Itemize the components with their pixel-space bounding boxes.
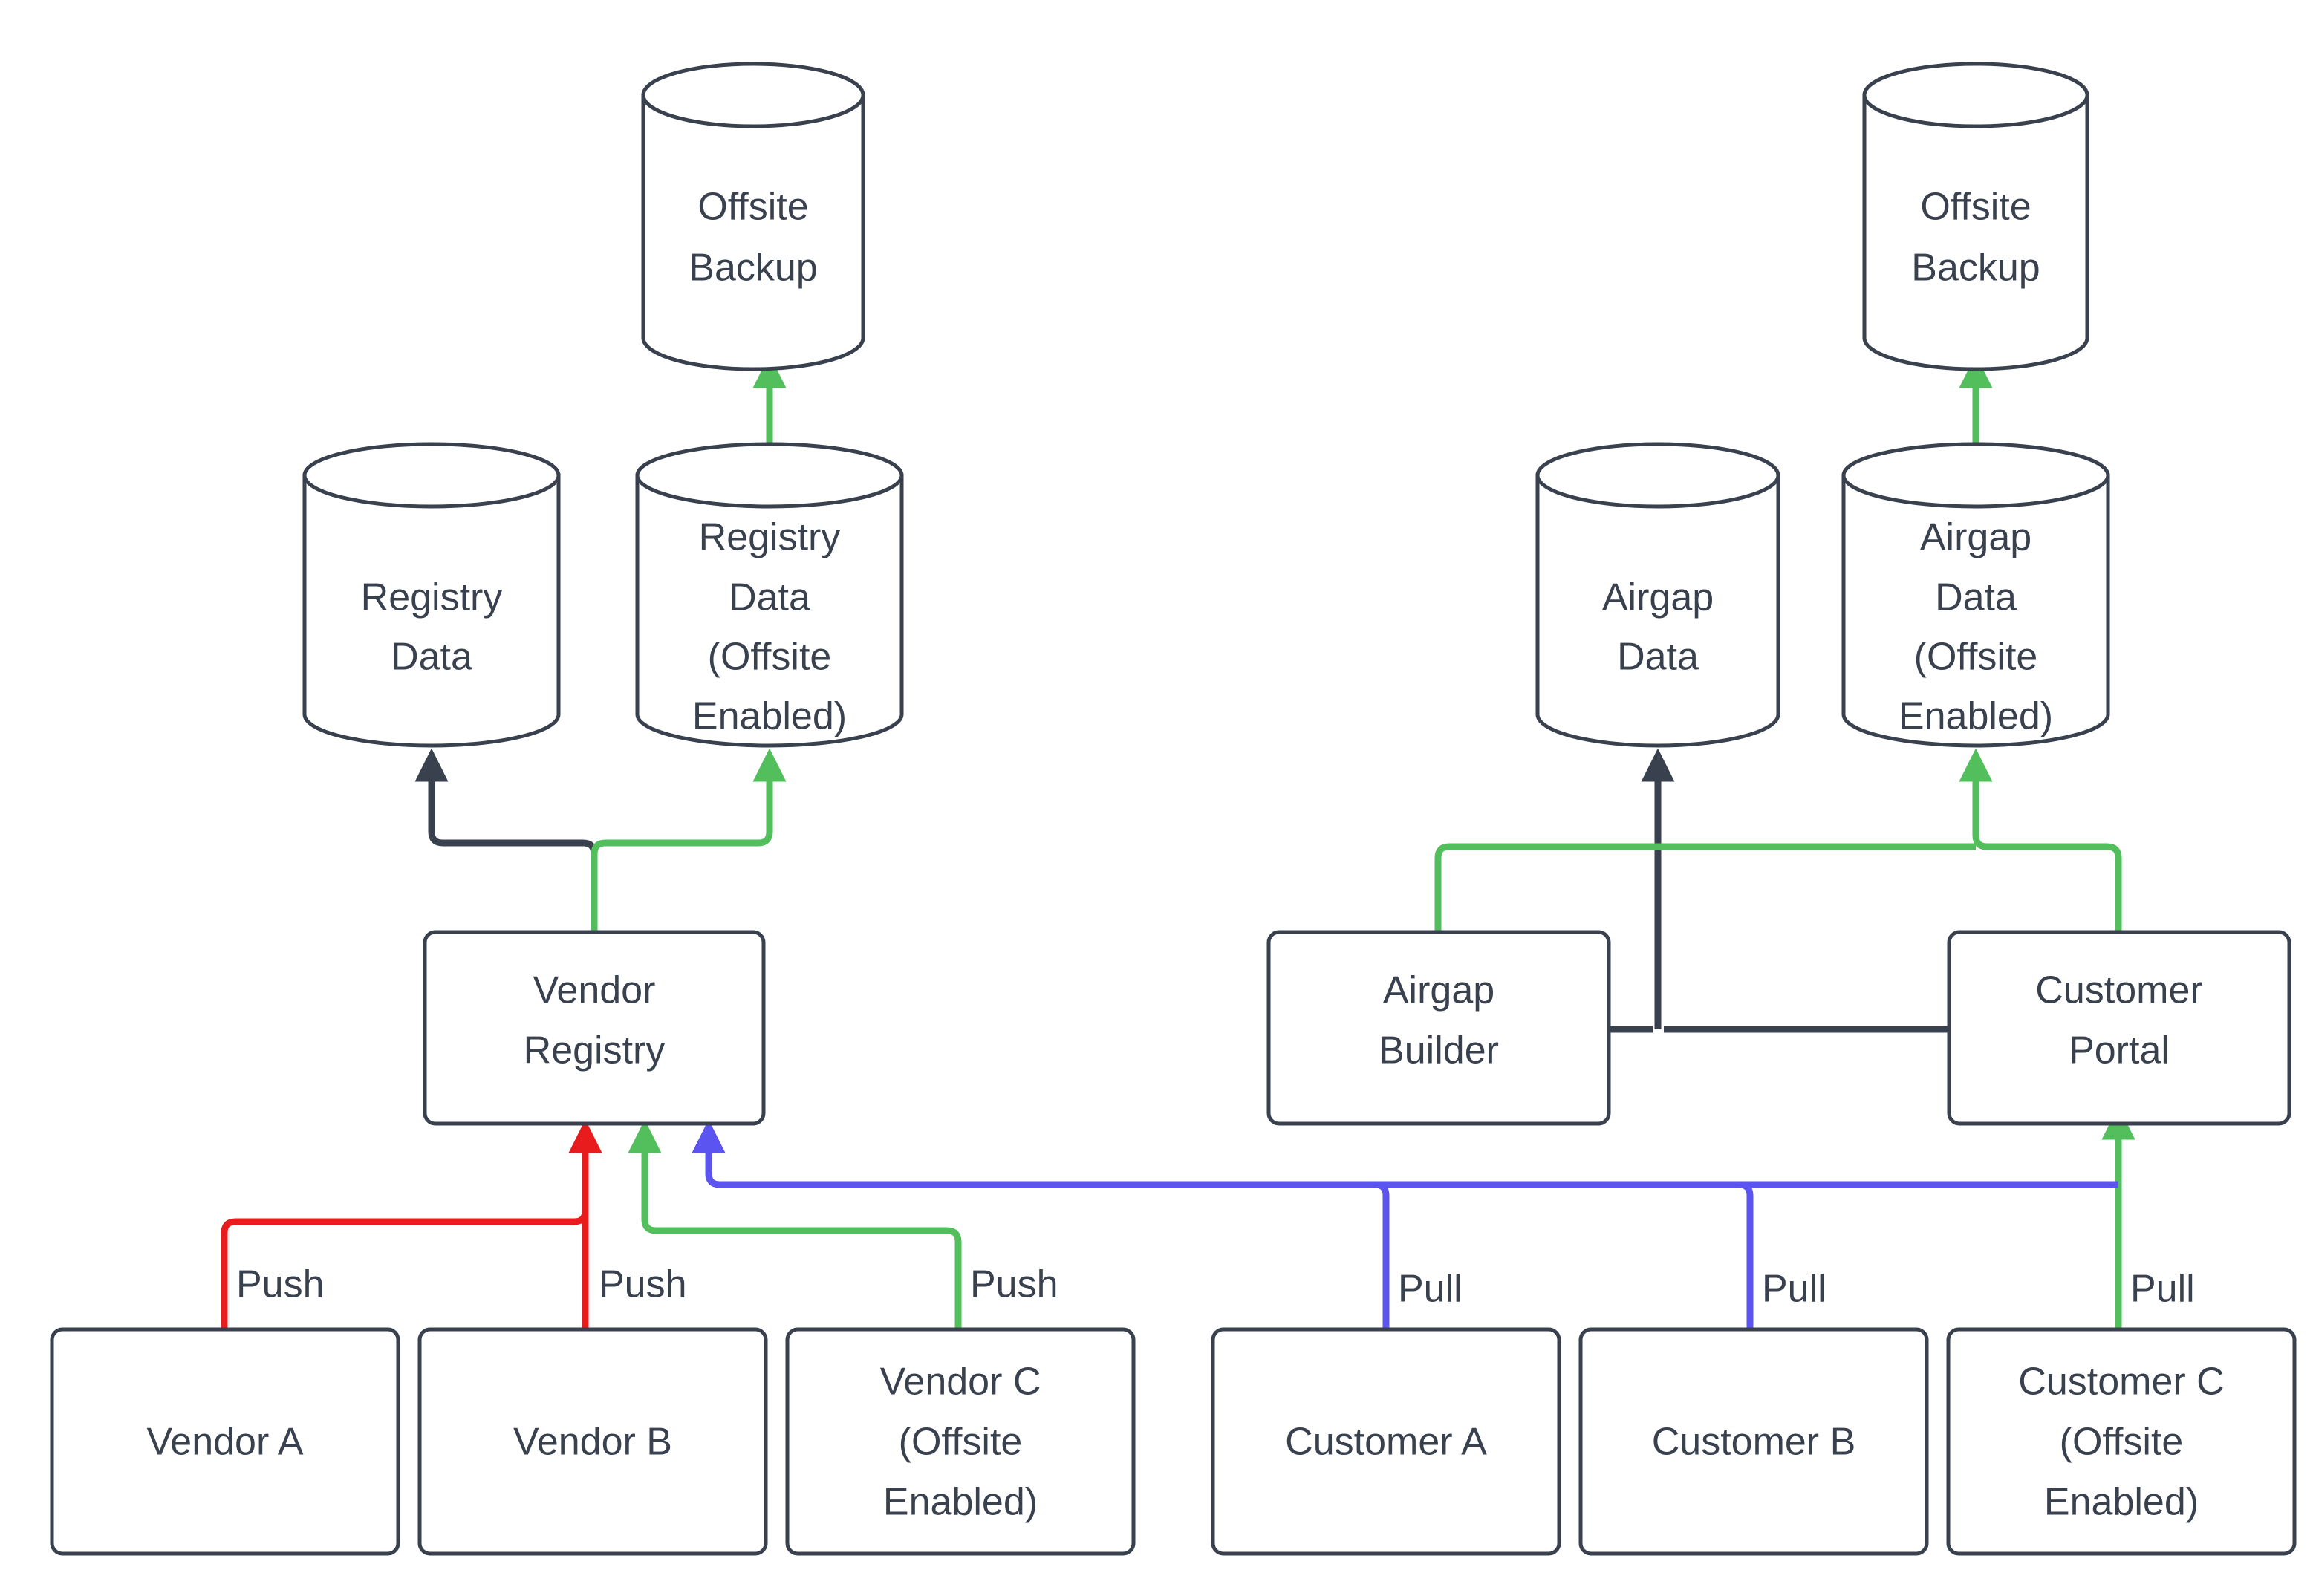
node-label-line: Vendor B xyxy=(513,1421,672,1464)
node-label-line: Backup xyxy=(689,247,817,290)
node-customer-b[interactable]: Customer B xyxy=(1578,1327,1929,1556)
node-label-line: Customer B xyxy=(1652,1421,1856,1464)
node-airgap-builder[interactable]: Airgap Builder xyxy=(1266,930,1611,1126)
node-label-line: Backup xyxy=(1911,247,2040,290)
node-offsite-backup-left[interactable]: Offsite Backup xyxy=(641,62,865,371)
node-label-line: Registry xyxy=(361,576,503,619)
node-label-line: Airgap xyxy=(1920,516,2031,559)
node-label-line: Offsite xyxy=(1920,186,2031,229)
node-label-line: Enabled) xyxy=(2044,1481,2199,1524)
edge-label-push-b: Push xyxy=(599,1263,687,1306)
edge-label-push-c: Push xyxy=(970,1263,1058,1306)
node-label-line: Airgap xyxy=(1383,969,1494,1012)
node-vendor-registry[interactable]: Vendor Registry xyxy=(423,930,766,1126)
edge-label-pull-a: Pull xyxy=(1398,1268,1463,1311)
node-label-line: Enabled) xyxy=(1899,695,2053,738)
node-label-line: Vendor C xyxy=(880,1361,1041,1404)
node-label-line: Portal xyxy=(2069,1029,2170,1072)
node-vendor-b[interactable]: Vendor B xyxy=(417,1327,768,1556)
node-label-line: Customer xyxy=(2035,969,2202,1012)
node-customer-a[interactable]: Customer A xyxy=(1211,1327,1561,1556)
edge-layer xyxy=(221,354,2135,1329)
node-label-line: Enabled) xyxy=(883,1481,1038,1524)
node-offsite-backup-right[interactable]: Offsite Backup xyxy=(1862,62,2089,371)
node-label-line: Registry xyxy=(699,516,841,559)
node-label-line: (Offsite xyxy=(2060,1421,2184,1464)
edge-customer-b-pull xyxy=(692,1119,1754,1329)
edge-airgap-builder-to-airgap-offsite xyxy=(1434,843,1976,932)
node-vendor-a[interactable]: Vendor A xyxy=(50,1327,400,1556)
node-airgap-data[interactable]: Airgap Data xyxy=(1535,442,1780,748)
node-customer-c[interactable]: Customer C (Offsite Enabled) xyxy=(1946,1327,2297,1556)
node-label-line: Offsite xyxy=(697,186,808,229)
node-label-line: (Offsite xyxy=(708,636,832,679)
node-label-line: Data xyxy=(391,636,472,679)
edge-label-layer: Push Push Push Pull Pull Pull xyxy=(236,1263,2195,1311)
node-label-line: Data xyxy=(729,576,810,619)
node-label-line: Enabled) xyxy=(692,695,847,738)
node-label-line: (Offsite xyxy=(1914,636,2038,679)
node-vendor-c[interactable]: Vendor C (Offsite Enabled) xyxy=(785,1327,1136,1556)
node-label-line: (Offsite xyxy=(899,1421,1023,1464)
node-airgap-data-offsite[interactable]: Airgap Data (Offsite Enabled) xyxy=(1841,442,2110,748)
edge-label-push-a: Push xyxy=(236,1263,325,1306)
node-label-line: Data xyxy=(1935,576,2017,619)
edge-label-pull-c: Pull xyxy=(2130,1268,2195,1311)
edge-vendor-registry-to-registry-data xyxy=(414,748,598,932)
node-label-line: Customer C xyxy=(2018,1361,2224,1404)
node-registry-data-offsite[interactable]: Registry Data (Offsite Enabled) xyxy=(635,442,904,748)
edge-vendor-c-push xyxy=(628,1119,962,1329)
node-label-line: Builder xyxy=(1379,1029,1499,1072)
edge-customer-portal-to-airgap-offsite xyxy=(1959,748,2122,932)
edge-vendor-registry-to-registry-data-offsite xyxy=(591,748,787,932)
node-label-line: Vendor xyxy=(533,969,656,1012)
node-label-line: Vendor A xyxy=(146,1421,303,1464)
node-customer-portal[interactable]: Customer Portal xyxy=(1947,930,2291,1126)
node-registry-data[interactable]: Registry Data xyxy=(302,442,561,748)
node-label-line: Customer A xyxy=(1285,1421,1487,1464)
edge-label-pull-b: Pull xyxy=(1762,1268,1826,1311)
node-label-line: Registry xyxy=(524,1029,666,1072)
node-label-line: Airgap xyxy=(1602,576,1714,619)
node-label-line: Data xyxy=(1617,636,1699,679)
